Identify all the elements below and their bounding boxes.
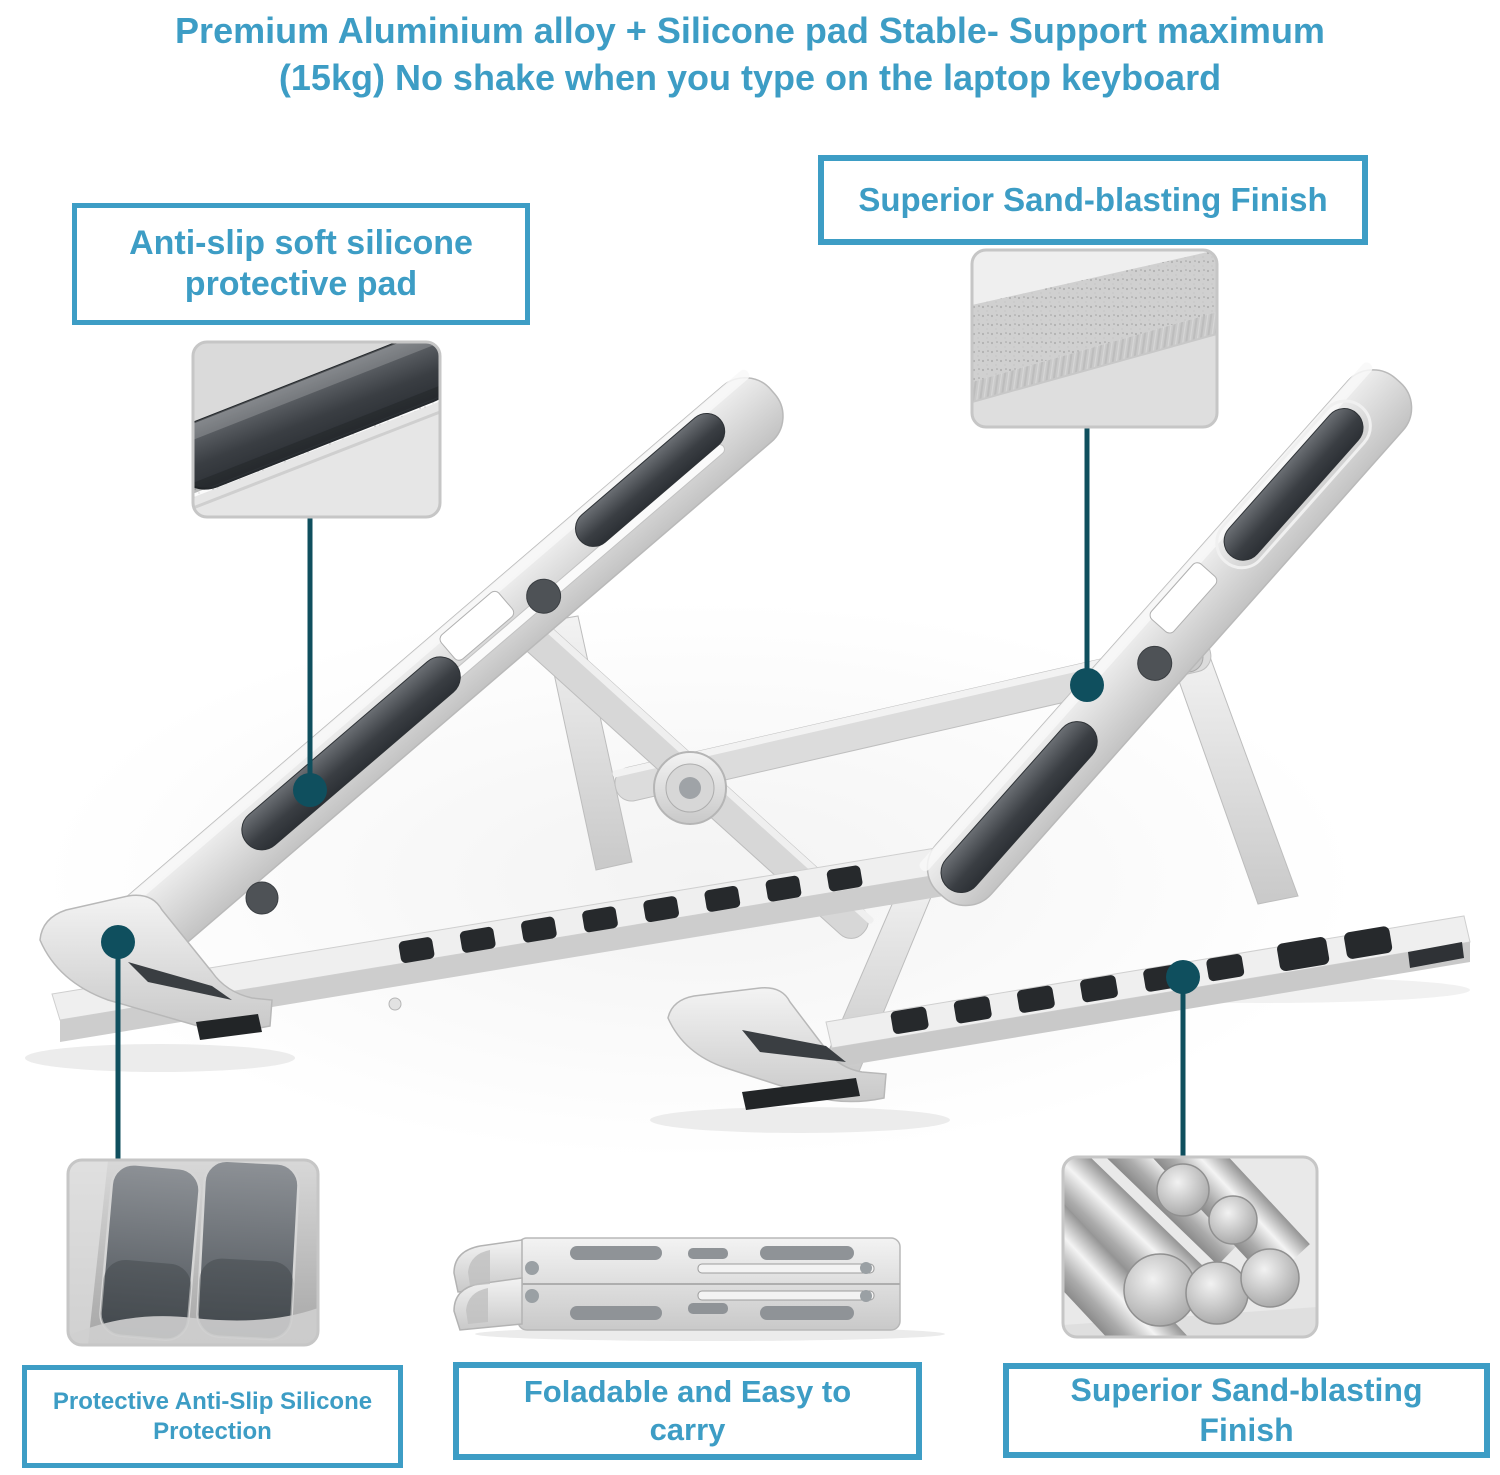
stand-hinge	[653, 751, 727, 825]
silicone-pad-closeup-image	[191, 340, 442, 519]
aluminium-rods-closeup-image	[1061, 1155, 1319, 1339]
laptop-stand	[39, 362, 1471, 1110]
dot-feet	[101, 925, 135, 959]
caption-sandblast-bottom: Superior Sand-blasting Finish	[1003, 1363, 1490, 1458]
right-foot-pad	[1408, 942, 1464, 968]
caption-sandblast-bottom-label: Superior Sand-blasting Finish	[1070, 1372, 1423, 1448]
headline: Premium Aluminium alloy + Silicone pad S…	[175, 10, 1325, 98]
callout-dots	[101, 668, 1200, 994]
callout-anti-slip-pad: Anti-slip soft silicone protective pad	[72, 203, 530, 325]
caption-foldable: Foladable and Easy to carry	[453, 1362, 922, 1460]
caption-foldable-label: Foladable and Easy to carry	[523, 1374, 852, 1447]
dot-sandblast-top	[1070, 668, 1104, 702]
silicone-feet-closeup-image	[66, 1158, 320, 1347]
arm-foot-rivet	[245, 881, 279, 915]
callout-sandblast-top: Superior Sand-blasting Finish	[818, 155, 1368, 245]
callout-sandblast-top-label: Superior Sand-blasting Finish	[858, 180, 1328, 218]
stand-base-rail-right	[825, 915, 1471, 1068]
callout-leaders	[115, 427, 1186, 1162]
stand-foot-left	[39, 894, 273, 1040]
stand-beam-right	[612, 635, 1212, 802]
stand-foot-center	[667, 987, 887, 1110]
caption-silicone-protection: Protective Anti-Slip Silicone Protection	[22, 1365, 403, 1468]
stand-base-rail-left	[51, 845, 957, 1042]
stand-arm-left	[68, 369, 784, 996]
dot-anti-slip	[293, 773, 327, 807]
rail-screw	[388, 997, 402, 1011]
stand-arm-right	[919, 362, 1413, 907]
caption-silicone-protection-label: Protective Anti-Slip Silicone Protection	[52, 1388, 373, 1445]
sandblast-finish-closeup-image	[970, 248, 1219, 429]
callout-anti-slip-pad-label: Anti-slip soft silicone protective pad	[129, 223, 473, 303]
folded-stand-image	[453, 1237, 945, 1341]
dot-sandblast-bottom	[1166, 960, 1200, 994]
